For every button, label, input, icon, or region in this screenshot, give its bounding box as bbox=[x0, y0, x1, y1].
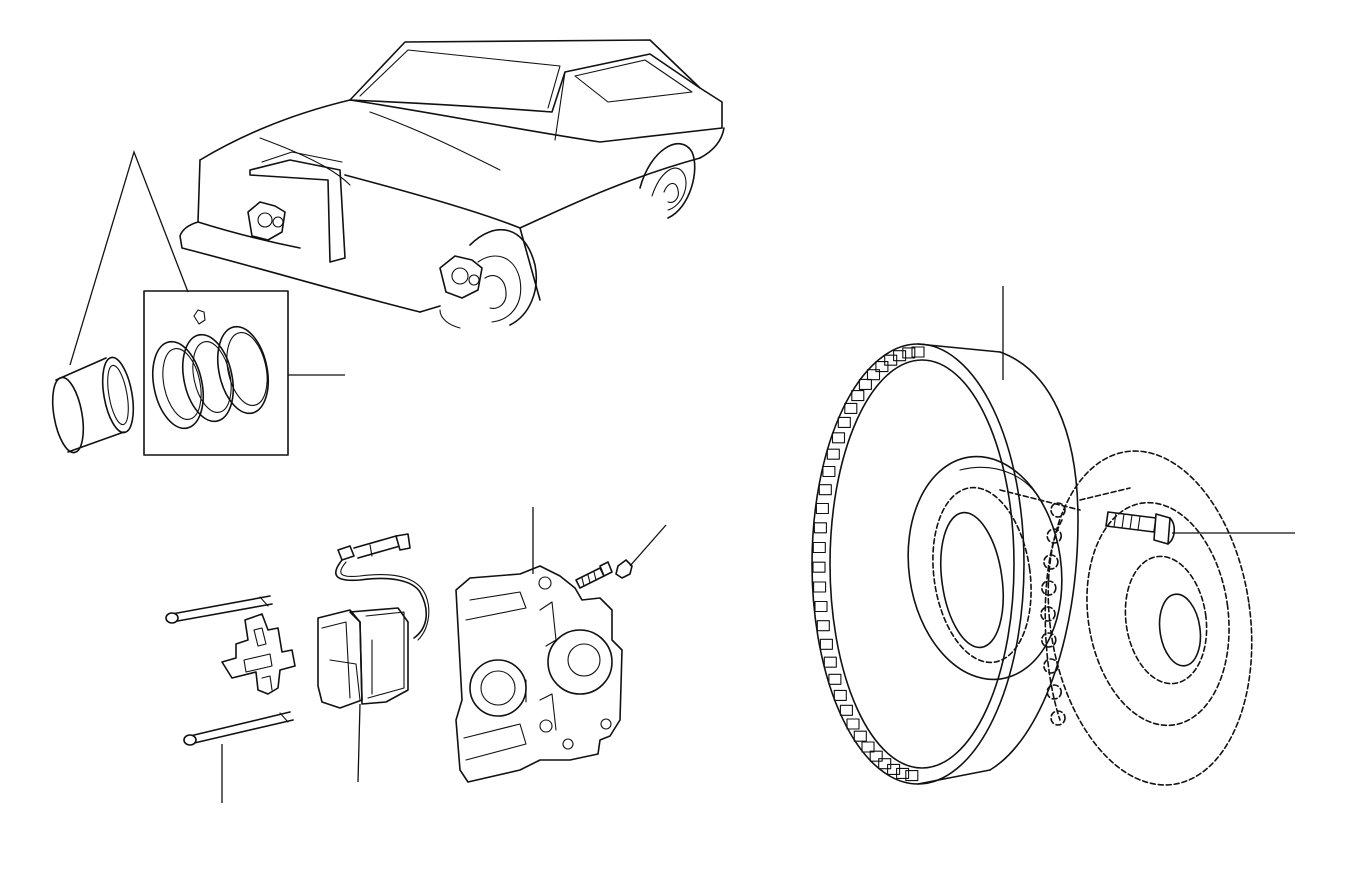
vent-slot bbox=[819, 638, 833, 650]
ventilated-brake-disc bbox=[811, 286, 1079, 785]
bleed-screw bbox=[575, 524, 667, 589]
vent-slot bbox=[861, 741, 875, 753]
brake-pads bbox=[317, 607, 409, 783]
front-brake-detail-right bbox=[439, 255, 483, 299]
hub-lug bbox=[1041, 632, 1057, 648]
vent-slot bbox=[896, 767, 910, 779]
leader-piston-to-car bbox=[69, 149, 189, 366]
vent-slot bbox=[816, 620, 830, 632]
car-illustration bbox=[179, 39, 725, 329]
front-brake-detail-left bbox=[247, 201, 286, 241]
vent-slot bbox=[826, 448, 840, 460]
piston-seal-kit bbox=[143, 290, 345, 456]
vent-slot bbox=[831, 432, 846, 444]
hub-lug bbox=[1043, 554, 1059, 570]
vent-slot bbox=[846, 718, 860, 730]
vent-slot bbox=[813, 581, 827, 593]
vent-slot bbox=[911, 346, 925, 358]
vent-slot bbox=[822, 465, 836, 478]
vent-slot bbox=[869, 750, 883, 762]
vent-slot bbox=[833, 689, 847, 701]
vent-slot bbox=[828, 673, 842, 685]
pad-wear-sensor bbox=[335, 533, 430, 641]
vent-slot bbox=[815, 502, 829, 515]
vent-slot bbox=[837, 416, 851, 428]
disc-bolt bbox=[1105, 511, 1295, 545]
vent-slot bbox=[812, 541, 826, 554]
hub-lug bbox=[1050, 502, 1066, 518]
vent-slot bbox=[905, 770, 919, 782]
vent-slot bbox=[866, 369, 881, 381]
hub-lug bbox=[1046, 684, 1062, 700]
anti-rattle-spring bbox=[221, 613, 296, 695]
hub-lug bbox=[1046, 528, 1062, 544]
disc-vent-slots bbox=[812, 346, 925, 782]
vent-slot bbox=[839, 704, 853, 716]
brake-caliper bbox=[455, 507, 623, 783]
vent-slot bbox=[858, 378, 872, 390]
vent-slot bbox=[818, 484, 832, 496]
hub-lug bbox=[1050, 710, 1066, 726]
hub-lug bbox=[1041, 580, 1057, 596]
vent-slot bbox=[893, 350, 907, 362]
vent-slot bbox=[813, 522, 827, 534]
vent-slot bbox=[902, 347, 916, 359]
vent-slot bbox=[812, 561, 826, 573]
hub-lug bbox=[1043, 658, 1059, 674]
hub-bolt-lugs bbox=[1040, 502, 1066, 726]
vent-slot bbox=[875, 361, 889, 373]
vent-slot bbox=[853, 730, 867, 742]
hub-lug bbox=[1040, 606, 1056, 622]
vent-slot bbox=[878, 758, 892, 770]
vent-slot bbox=[844, 402, 858, 414]
vent-slot bbox=[814, 600, 828, 613]
pad-retaining-pins bbox=[165, 595, 294, 803]
vent-slot bbox=[851, 390, 865, 402]
wheel-hub bbox=[999, 450, 1253, 786]
vent-slot bbox=[887, 763, 901, 775]
caliper-piston bbox=[51, 356, 135, 454]
vent-slot bbox=[823, 656, 837, 668]
